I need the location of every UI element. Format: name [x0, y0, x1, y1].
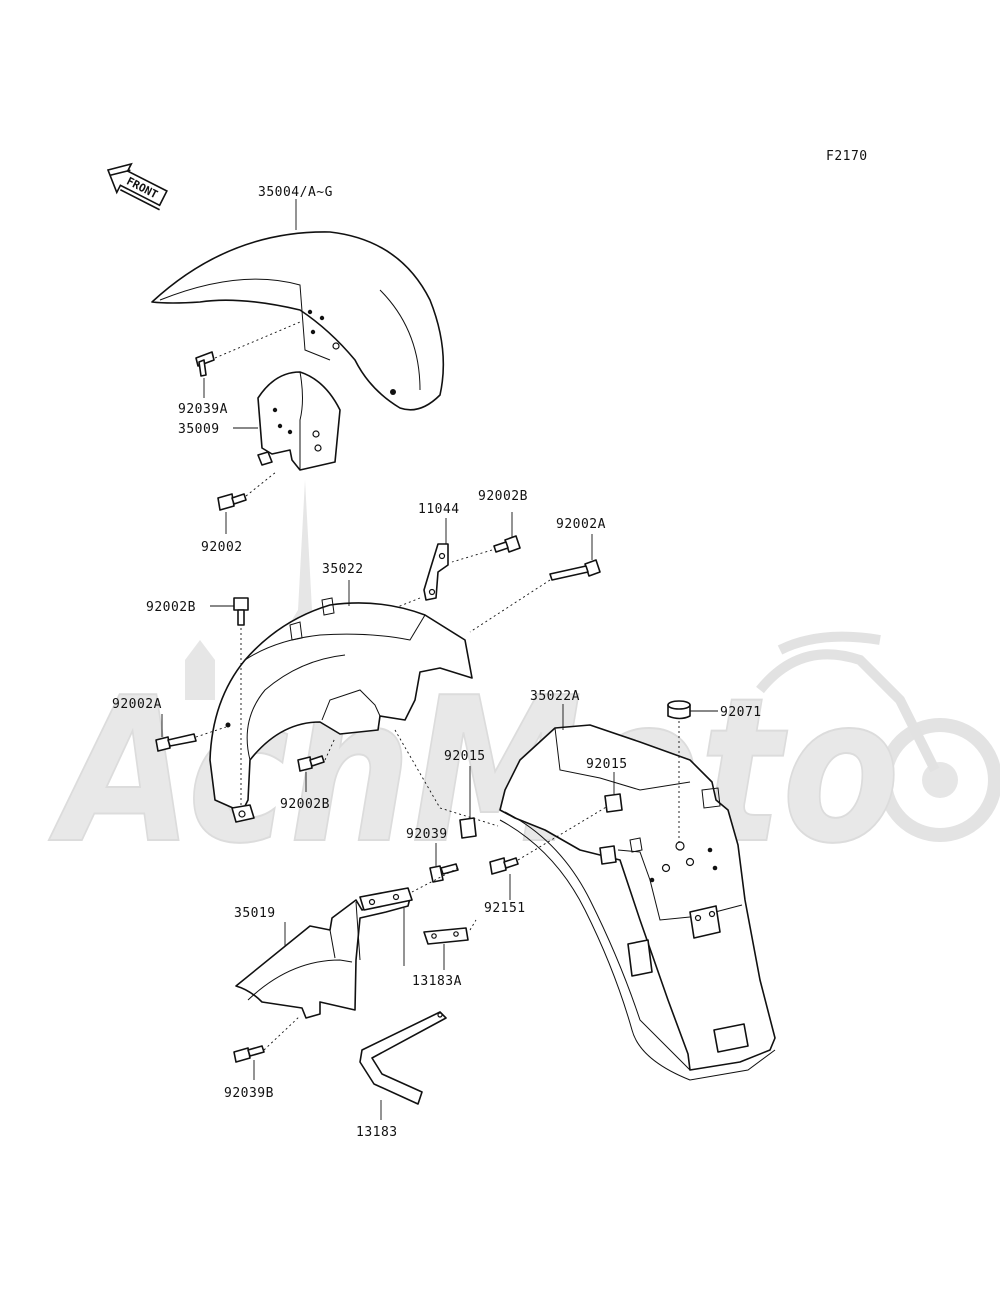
- label-92002a-top: 92002A: [556, 517, 606, 532]
- label-35022a: 35022A: [530, 689, 580, 704]
- plate-13183a-icon: [423, 927, 469, 945]
- watermark-text: AchMoto: [49, 655, 900, 888]
- label-92015-right: 92015: [586, 757, 628, 772]
- bolt-92039a-icon: [195, 351, 215, 377]
- bolt-92002b-top-icon: [493, 535, 521, 553]
- front-fender: [151, 231, 445, 411]
- label-92039a: 92039A: [178, 402, 228, 417]
- bracket-11044: [423, 543, 449, 601]
- bolt-92002-icon: [217, 493, 247, 511]
- rear-fender-front-35022: [209, 597, 473, 823]
- label-35019: 35019: [234, 906, 276, 921]
- label-11044: 11044: [418, 502, 460, 517]
- label-92002b-left: 92002B: [146, 600, 196, 615]
- watermark-tower-icon: [185, 480, 330, 700]
- bracket-35009: [257, 371, 341, 471]
- bolt-92002a-left-icon: [155, 733, 197, 752]
- bolt-92039b-icon: [233, 1045, 265, 1063]
- label-92039: 92039: [406, 827, 448, 842]
- label-92039b: 92039B: [224, 1086, 274, 1101]
- watermark: AchMoto: [48, 480, 1000, 889]
- cover-35019: [235, 887, 413, 1019]
- label-13183a: 13183A: [412, 974, 462, 989]
- front-arrow-icon: FRONT: [106, 162, 168, 211]
- clip-92015-left-icon: [459, 817, 477, 839]
- label-35009: 35009: [178, 422, 220, 437]
- bolt-92002b-left-icon: [233, 597, 249, 626]
- label-13183: 13183: [356, 1125, 398, 1140]
- bolt-92151-icon: [489, 857, 519, 875]
- watermark-motorcycle-icon: [756, 631, 1000, 842]
- label-92002a-left: 92002A: [112, 697, 162, 712]
- label-92002b-top: 92002B: [478, 489, 528, 504]
- stay-13183: [359, 1011, 447, 1105]
- figure-code: F2170: [826, 149, 868, 164]
- label-92071: 92071: [720, 705, 762, 720]
- grommet-92071-icon: [667, 700, 691, 720]
- rear-fender-rear-35022a: [499, 724, 776, 1081]
- nut-35009-icon: [257, 451, 273, 466]
- label-92002: 92002: [201, 540, 243, 555]
- label-35004: 35004/A~G: [258, 185, 333, 200]
- label-35022: 35022: [322, 562, 364, 577]
- label-92151: 92151: [484, 901, 526, 916]
- clip-92015-right-icon: [604, 793, 623, 813]
- label-92015-left: 92015: [444, 749, 486, 764]
- bolt-92002b-mid-icon: [297, 755, 325, 772]
- bolt-92002a-top-icon: [549, 559, 601, 581]
- part-labels: 35004/A~G 92039A 35009 92002 11044 92002…: [112, 185, 762, 1140]
- label-92002b-mid: 92002B: [280, 797, 330, 812]
